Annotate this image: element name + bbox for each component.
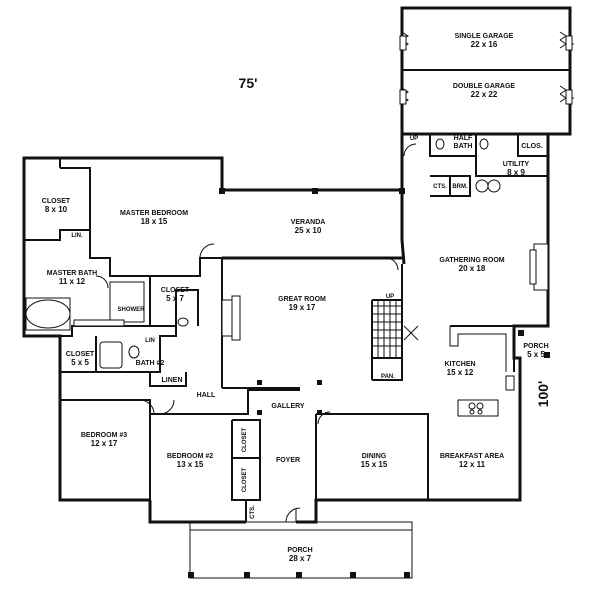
gathering-room-size: 20 x 18 bbox=[459, 264, 486, 273]
bedroom2-size: 13 x 15 bbox=[177, 460, 204, 469]
lin-small-label: LIN bbox=[145, 338, 155, 344]
great-room-label: GREAT ROOM bbox=[278, 296, 326, 303]
columns bbox=[188, 188, 550, 578]
bath2-label: BATH #2 bbox=[136, 360, 165, 367]
master-bath-label: MASTER BATH bbox=[47, 270, 97, 277]
porch-side-label: PORCH bbox=[523, 343, 548, 350]
half-bath-label-2: BATH bbox=[454, 143, 473, 150]
pan-label: PAN. bbox=[381, 374, 395, 380]
fixtures bbox=[25, 138, 549, 415]
width-dimension: 75' bbox=[239, 75, 258, 91]
shower-label: SHOWER bbox=[118, 307, 146, 313]
gathering-room-label: GATHERING ROOM bbox=[439, 257, 504, 264]
great-room-size: 19 x 17 bbox=[289, 303, 316, 312]
linen-label: LINEN bbox=[162, 377, 183, 384]
single-garage-label: SINGLE GARAGE bbox=[455, 33, 514, 40]
cts-label: CTS. bbox=[433, 184, 447, 190]
veranda-label: VERANDA bbox=[291, 219, 326, 226]
closet-hall-label: CLOSET bbox=[66, 351, 95, 358]
closet-master-label: CLOSET bbox=[42, 198, 71, 205]
room-labels: 75' 100' SINGLE GARAGE 22 x 16 DOUBLE GA… bbox=[42, 33, 551, 563]
closet-b2b-label: CLOSET bbox=[242, 468, 248, 493]
half-bath-label-1: HALF bbox=[454, 135, 473, 142]
closet-bath-label: CLOSET bbox=[161, 287, 190, 294]
veranda-size: 25 x 10 bbox=[295, 226, 322, 235]
up-garage-label: UP bbox=[410, 136, 418, 142]
porch-front-size: 28 x 7 bbox=[289, 554, 312, 563]
bedroom3-size: 12 x 17 bbox=[91, 439, 118, 448]
closet-b2a-label: CLOSET bbox=[242, 428, 248, 453]
master-bath-size: 11 x 12 bbox=[59, 277, 86, 286]
breakfast-label: BREAKFAST AREA bbox=[440, 453, 504, 460]
master-bedroom-size: 18 x 15 bbox=[141, 217, 168, 226]
porch-front-label: PORCH bbox=[287, 547, 312, 554]
hall-label: HALL bbox=[197, 392, 216, 399]
bedroom2-label: BEDROOM #2 bbox=[167, 453, 213, 460]
doors bbox=[95, 143, 417, 523]
gallery-label: GALLERY bbox=[271, 403, 305, 410]
closet-bath-size: 5 x 7 bbox=[166, 294, 184, 303]
dining-label: DINING bbox=[362, 453, 387, 460]
double-garage-size: 22 x 22 bbox=[471, 90, 498, 99]
cts-foyer-label: CTS. bbox=[250, 505, 256, 519]
closet-hall-size: 5 x 5 bbox=[71, 358, 89, 367]
breakfast-size: 12 x 11 bbox=[459, 460, 486, 469]
dining-size: 15 x 15 bbox=[361, 460, 388, 469]
double-garage-label: DOUBLE GARAGE bbox=[453, 83, 516, 90]
closet-master-size: 8 x 10 bbox=[45, 205, 68, 214]
up-stairs-label: UP bbox=[386, 294, 394, 300]
lin-label: LIN. bbox=[71, 233, 83, 239]
clos-label: CLOS. bbox=[521, 143, 542, 150]
foyer-label: FOYER bbox=[276, 457, 300, 464]
depth-dimension: 100' bbox=[535, 381, 551, 408]
kitchen-size: 15 x 12 bbox=[447, 368, 474, 377]
garage-walls bbox=[399, 6, 574, 136]
bedroom3-label: BEDROOM #3 bbox=[81, 432, 127, 439]
exterior-walls bbox=[22, 132, 570, 579]
master-bedroom-label: MASTER BEDROOM bbox=[120, 210, 188, 217]
porch-side-size: 5 x 5 bbox=[527, 350, 545, 359]
single-garage-size: 22 x 16 bbox=[471, 40, 498, 49]
brm-label: BRM. bbox=[452, 184, 468, 190]
utility-label: UTILITY bbox=[503, 161, 530, 168]
kitchen-label: KITCHEN bbox=[444, 361, 475, 368]
utility-size: 8 x 9 bbox=[507, 168, 525, 177]
